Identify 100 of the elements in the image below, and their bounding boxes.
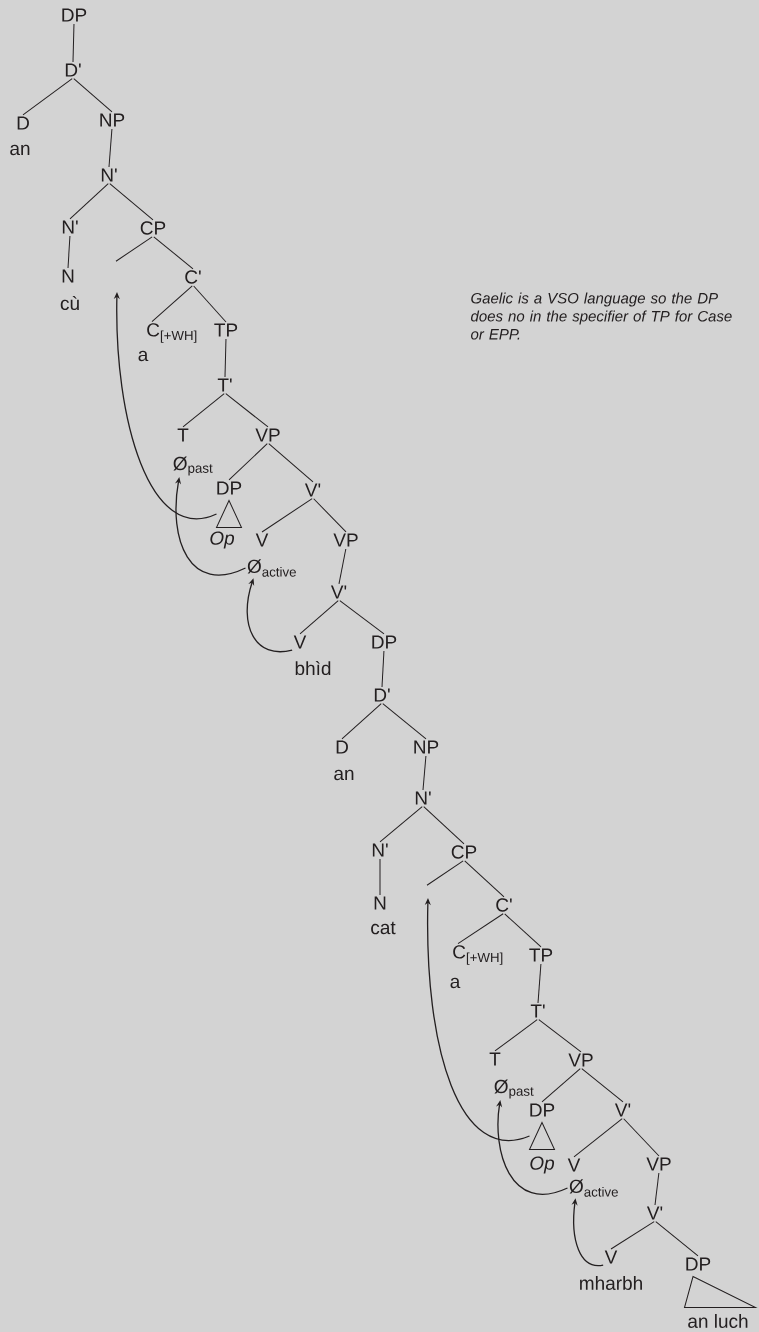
- branch-line: [537, 963, 542, 1004]
- tree-label: V: [604, 1250, 618, 1264]
- tree-label: Op: [530, 1156, 555, 1174]
- tree-label: NP: [100, 113, 125, 127]
- branch-line: [541, 1068, 581, 1103]
- branch-line: [224, 338, 227, 378]
- movement-arrow: [175, 477, 247, 576]
- branch-line: [313, 498, 347, 533]
- tree-label: N': [372, 843, 388, 857]
- tree-label: C$_{[+WH]}$: [453, 945, 503, 965]
- tree-label: V': [330, 585, 347, 599]
- tree-label: VP: [568, 1053, 593, 1067]
- tree-label: an luch: [688, 1314, 748, 1328]
- tree-label: D: [336, 740, 348, 754]
- tree-label: T': [530, 1004, 545, 1018]
- branch-line: [494, 1019, 538, 1052]
- branch-line: [504, 913, 542, 948]
- tree-label: CP: [140, 221, 166, 235]
- tree-label: V': [304, 483, 321, 497]
- tree-label: N': [101, 168, 117, 182]
- tree-label: T': [217, 378, 232, 392]
- tree-label: cat: [371, 921, 396, 935]
- branch-line: [379, 806, 423, 843]
- movement-arrow: [424, 898, 531, 1141]
- note-text: Gaelic is a VSO language so the DP does no in the specifier of TP for Case or EPP.: [471, 292, 732, 340]
- tree-label: a: [450, 977, 461, 989]
- branch-line: [581, 1068, 624, 1103]
- branch-line: [108, 128, 113, 168]
- branch-line: [339, 600, 385, 635]
- tree-label: D': [374, 688, 390, 702]
- branch-line: [182, 393, 225, 428]
- branch-line: [67, 235, 71, 269]
- branch-line: [426, 860, 464, 886]
- tree-label: Ø$_{past}$: [173, 456, 213, 476]
- branch-line: [268, 443, 314, 483]
- branch-line: [225, 393, 269, 428]
- triangle: [529, 1122, 555, 1150]
- tree-label: V: [567, 1158, 581, 1172]
- tree-label: mharbh: [580, 1276, 642, 1290]
- branch-line: [338, 548, 347, 585]
- tree-label: Ø$_{past}$: [494, 1079, 534, 1099]
- branch-line: [73, 78, 113, 113]
- tree-label: TP: [214, 323, 238, 337]
- tree-label: D: [17, 116, 29, 130]
- tree-label: an: [334, 769, 354, 781]
- branch-line: [654, 1172, 660, 1206]
- tree-label: DP: [217, 481, 242, 495]
- branch-line: [228, 443, 268, 481]
- tree-label: T: [489, 1052, 501, 1066]
- branch-line: [299, 600, 339, 635]
- branch-line: [422, 755, 427, 791]
- branch-line: [538, 1019, 582, 1053]
- tree-label: V': [646, 1206, 663, 1220]
- branch-line: [69, 183, 109, 220]
- tree-label: VP: [333, 533, 358, 547]
- tree-label: Ø$_{active}$: [569, 1179, 618, 1197]
- tree-label: DP: [372, 635, 397, 649]
- branch-line: [153, 236, 194, 270]
- branch-line: [610, 1221, 655, 1250]
- tree-label: N': [415, 791, 431, 805]
- branch-line: [261, 498, 313, 533]
- tree-label: cù: [60, 295, 79, 311]
- tree-label: bhìd: [295, 660, 331, 676]
- tree-label: DP: [62, 8, 87, 22]
- branch-line: [193, 285, 227, 323]
- tree-label: DP: [686, 1257, 711, 1271]
- triangle: [684, 1276, 756, 1308]
- branch-line: [457, 913, 504, 945]
- movement-arrow: [496, 1100, 569, 1195]
- branch-line: [109, 183, 154, 221]
- tree-label: N': [62, 220, 78, 234]
- tree-label: C$_{[+WH]}$: [147, 323, 197, 343]
- tree-label: VP: [646, 1157, 671, 1171]
- branch-line: [379, 858, 381, 896]
- tree-label: N: [62, 269, 74, 283]
- tree-label: T: [177, 428, 189, 442]
- tree-label: Op: [210, 531, 235, 549]
- tree-label: D': [65, 63, 81, 77]
- tree-label: TP: [529, 948, 553, 962]
- tree-label: C': [185, 270, 201, 284]
- branch-line: [382, 703, 427, 740]
- tree-label: CP: [451, 845, 477, 859]
- branch-line: [464, 860, 505, 898]
- tree-label: an: [10, 144, 30, 156]
- branch-line: [423, 806, 465, 845]
- branch-line: [22, 78, 73, 116]
- tree-label: Ø$_{active}$: [247, 559, 296, 577]
- movement-arrow: [113, 292, 218, 520]
- branch-line: [341, 703, 382, 740]
- tree-label: DP: [530, 1103, 555, 1117]
- tree-label: a: [138, 350, 149, 362]
- branch-line: [573, 1118, 623, 1158]
- branch-line: [655, 1221, 699, 1257]
- tree-label: NP: [414, 740, 439, 754]
- branch-line: [115, 236, 153, 262]
- branch-line: [151, 285, 193, 323]
- tree-label: C': [496, 898, 512, 912]
- branch-line: [72, 23, 75, 63]
- branch-line: [623, 1118, 660, 1157]
- tree-label: V': [614, 1103, 631, 1117]
